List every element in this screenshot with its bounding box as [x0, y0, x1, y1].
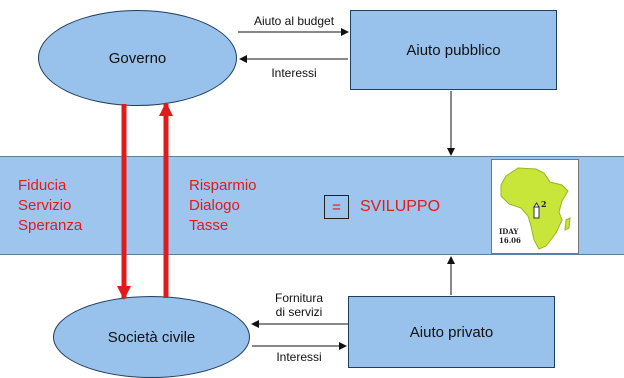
- aiuto-al-budget-label: Aiuto al budget: [253, 14, 335, 28]
- value-servizio: Servizio: [18, 197, 72, 214]
- aiuto-privato-label: Aiuto privato: [409, 323, 494, 341]
- governo-label: Governo: [108, 49, 167, 67]
- aiuto-pubblico-node: Aiuto pubblico: [350, 10, 557, 90]
- equals-sign-box: =: [324, 195, 349, 219]
- interessi-bottom-label: Interessi: [276, 350, 322, 364]
- logo-date-text: 16.06: [499, 236, 521, 245]
- value-dialogo: Dialogo: [189, 197, 240, 214]
- fornitura-line1: Fornitura: [274, 291, 324, 305]
- fornitura-label: Fornitura di servizi: [250, 291, 348, 319]
- equals-sign: =: [332, 198, 341, 216]
- value-risparmio: Risparmio: [189, 177, 257, 194]
- aiuto-privato-node: Aiuto privato: [348, 296, 555, 368]
- logo-iday-text: IDAY: [499, 227, 519, 236]
- values-column-1: Fiducia Servizio Speranza: [18, 176, 82, 236]
- logo-superscript: 2: [541, 199, 547, 209]
- value-fiducia: Fiducia: [18, 177, 67, 194]
- iday-africa-logo: 2 IDAY 16.06: [491, 159, 579, 254]
- africa-map-icon: [500, 167, 571, 250]
- value-tasse: Tasse: [189, 217, 229, 234]
- sviluppo-label: SVILUPPO: [360, 198, 441, 215]
- interessi-top-label: Interessi: [271, 66, 317, 80]
- societa-civile-label: Società civile: [107, 328, 196, 346]
- values-column-2: Risparmio Dialogo Tasse: [189, 176, 257, 236]
- fornitura-line2: di servizi: [275, 305, 323, 319]
- value-speranza: Speranza: [18, 217, 83, 234]
- aiuto-pubblico-label: Aiuto pubblico: [406, 41, 501, 59]
- governo-node: Governo: [38, 10, 237, 106]
- societa-civile-node: Società civile: [53, 296, 250, 378]
